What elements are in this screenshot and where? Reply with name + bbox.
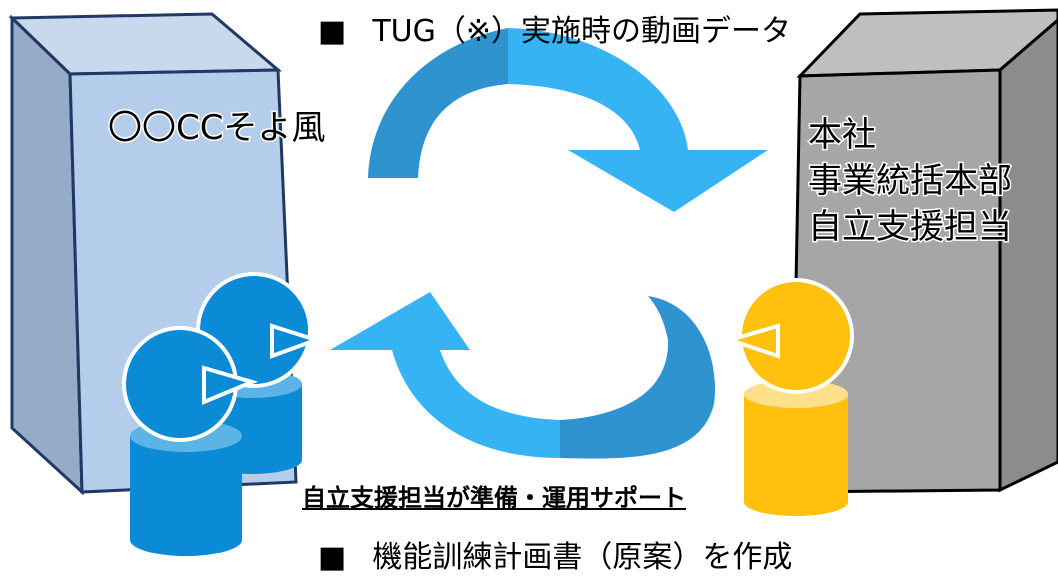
bottom-note-text: 機能訓練計画書（原案）を作成 (372, 540, 793, 575)
top-arrow-head (568, 150, 768, 212)
bottom-note-bullet: ■ (318, 540, 347, 575)
bottom-note: ■ 機能訓練計画書（原案）を作成 (318, 532, 792, 576)
top-cycle-arrow (368, 28, 768, 212)
right-box-label-line-3: 自立支援担当 (807, 206, 1014, 249)
left-box-label: 〇〇CCそよ風 (106, 107, 326, 150)
bottom-arrow-head (330, 292, 470, 350)
right-box-label-line-1: 本社 (807, 114, 878, 157)
top-arrow-light-segment (508, 28, 688, 150)
top-note-bullet: ■ (318, 14, 347, 49)
person-yellow (723, 278, 854, 516)
person-blue-front (122, 326, 258, 556)
right-box-side (998, 18, 1058, 493)
person-blue-front-body (130, 436, 242, 556)
bottom-cycle-arrow (330, 292, 716, 459)
top-arrow-dark-segment (368, 28, 508, 178)
support-caption: 自立支援担当が準備・運用サポート (302, 484, 686, 512)
diagram-canvas (8, 8, 1058, 556)
top-note-text: TUG（※）実施時の動画データ (372, 14, 792, 49)
person-blue-front-speech (202, 365, 258, 405)
top-note: ■ TUG（※）実施時の動画データ (318, 6, 791, 50)
person-yellow-body (744, 394, 848, 516)
right-box-label: 本社 事業統括本部 自立支援担当 (807, 112, 1014, 250)
right-box (790, 8, 1058, 494)
bottom-arrow-dark-segment (560, 296, 716, 459)
person-blue-back-speech (270, 323, 323, 359)
right-box-label-line-2: 事業統括本部 (807, 160, 1014, 203)
person-yellow-speech (723, 323, 780, 359)
bottom-arrow-light-segment (392, 350, 560, 458)
